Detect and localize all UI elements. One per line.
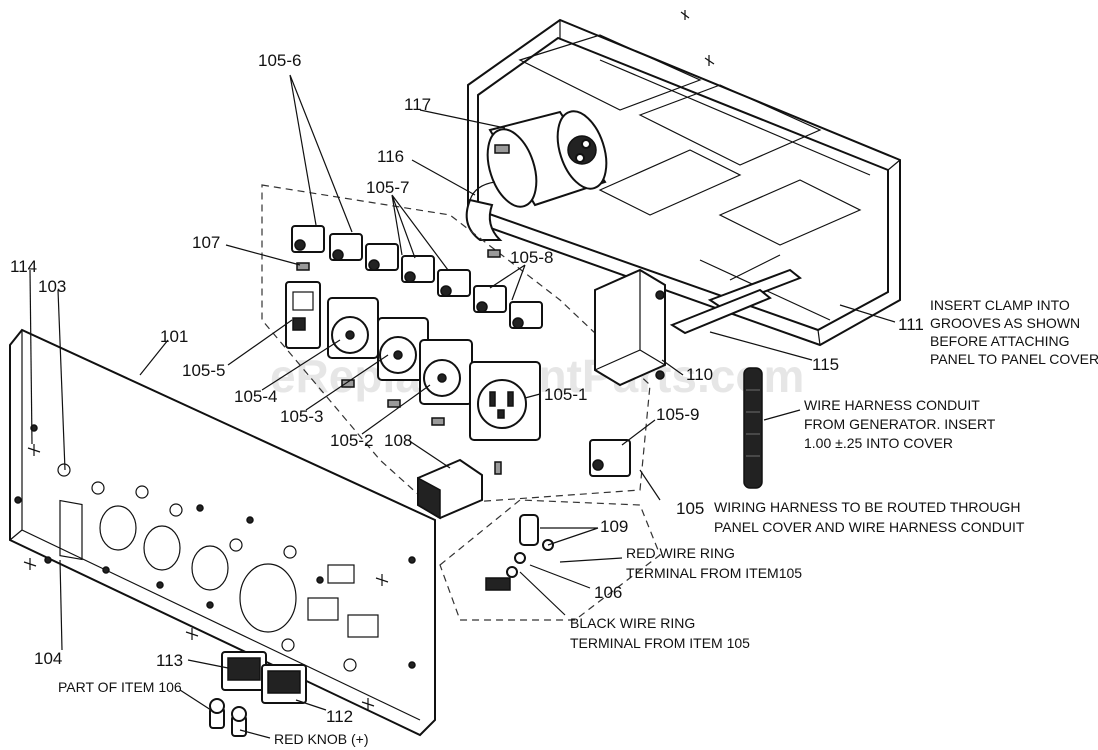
callout-114: 114	[10, 257, 37, 276]
circuit-breaker	[437, 269, 471, 297]
callout-105-9: 105-9	[656, 405, 699, 424]
large-outlet	[469, 361, 541, 441]
note-clamp: INSERT CLAMP INTO GROOVES AS SHOWN BEFOR…	[930, 297, 1098, 367]
note-red-knob: RED KNOB (+)	[274, 731, 369, 747]
svg-text:FROM GENERATOR. INSERT: FROM GENERATOR. INSERT	[804, 416, 996, 432]
callout-105-3: 105-3	[280, 407, 323, 426]
callout-105-2: 105-2	[330, 431, 373, 450]
wire-harness-conduit	[743, 367, 763, 489]
callout-105-4: 105-4	[234, 387, 277, 406]
callout-105-5: 105-5	[182, 361, 225, 380]
callout-108: 108	[384, 431, 412, 450]
capacitor-strap	[465, 181, 503, 241]
callout-116: 116	[377, 147, 404, 166]
battery-terminal-knob	[209, 698, 247, 737]
note-routing: WIRING HARNESS TO BE ROUTED THROUGH PANE…	[714, 499, 1025, 535]
callout-110: 110	[686, 365, 713, 384]
svg-text:PANEL COVER AND WIRE HARNESS C: PANEL COVER AND WIRE HARNESS CONDUIT	[714, 519, 1025, 535]
circuit-breaker	[365, 243, 399, 271]
control-module	[594, 268, 666, 387]
gfci-outlet	[285, 281, 321, 349]
callout-112: 112	[326, 707, 353, 726]
svg-text:TERMINAL FROM ITEM 105: TERMINAL FROM ITEM 105	[570, 635, 750, 651]
svg-text:WIRE HARNESS CONDUIT: WIRE HARNESS CONDUIT	[804, 397, 980, 413]
panel-cover	[467, 18, 901, 347]
callout-104: 104	[34, 649, 62, 668]
twist-lock-outlet	[419, 339, 473, 405]
callout-117: 117	[404, 95, 431, 114]
panel-screw	[23, 444, 389, 710]
callout-111: 111	[898, 315, 924, 334]
callout-105-1: 105-1	[544, 385, 587, 404]
callout-113: 113	[156, 651, 183, 670]
clamp	[669, 254, 802, 335]
battery-charge-bracket	[439, 499, 661, 621]
callout-103: 103	[38, 277, 66, 296]
callout-105-7: 105-7	[366, 178, 409, 197]
callout-105-8: 105-8	[510, 248, 553, 267]
note-part-of-item-106: PART OF ITEM 106	[58, 679, 182, 695]
note-conduit: WIRE HARNESS CONDUIT FROM GENERATOR. INS…	[804, 397, 996, 451]
circuit-breaker	[291, 225, 325, 253]
svg-text:PANEL TO PANEL COVER: PANEL TO PANEL COVER	[930, 351, 1098, 367]
svg-text:INSERT CLAMP INTO: INSERT CLAMP INTO	[930, 297, 1070, 313]
callout-101: 101	[160, 327, 188, 346]
svg-text:1.00 ±.25 INTO COVER: 1.00 ±.25 INTO COVER	[804, 435, 953, 451]
svg-text:WIRING HARNESS TO BE ROUTED TH: WIRING HARNESS TO BE ROUTED THROUGH	[714, 499, 1020, 515]
callout-105-6: 105-6	[258, 51, 301, 70]
leader-lines	[29, 74, 896, 739]
svg-text:TERMINAL FROM ITEM105: TERMINAL FROM ITEM105	[626, 565, 802, 581]
capacitor	[486, 110, 608, 208]
svg-text:RED WIRE RING: RED WIRE RING	[626, 545, 735, 561]
circuit-breaker	[329, 233, 363, 261]
circuit-breaker	[509, 301, 543, 329]
circuit-breaker	[401, 255, 435, 283]
connector-block	[417, 458, 483, 520]
svg-text:BLACK WIRE RING: BLACK WIRE RING	[570, 615, 695, 631]
rocker-switch	[221, 651, 267, 691]
note-black-ring: BLACK WIRE RING TERMINAL FROM ITEM 105	[570, 615, 750, 651]
switch-105-9	[589, 439, 631, 477]
callout-105: 105	[676, 499, 704, 518]
twist-lock-outlet	[377, 317, 429, 381]
callout-109: 109	[600, 517, 628, 536]
note-red-ring: RED WIRE RING TERMINAL FROM ITEM105	[626, 545, 802, 581]
front-panel	[9, 328, 436, 737]
svg-text:BEFORE ATTACHING: BEFORE ATTACHING	[930, 333, 1070, 349]
harness-group-outline	[261, 184, 651, 506]
circuit-breaker	[473, 285, 507, 313]
callout-107: 107	[192, 233, 220, 252]
svg-text:GROOVES AS SHOWN: GROOVES AS SHOWN	[930, 315, 1080, 331]
callout-labels: 105-6 117 116 105-7 105-8 107 114 103 10…	[10, 51, 924, 726]
rocker-switch	[261, 664, 307, 704]
callout-106-bracket: 106	[594, 583, 622, 602]
cover-screw	[680, 10, 715, 66]
twist-lock-outlet	[327, 297, 379, 359]
callout-115: 115	[812, 355, 839, 374]
wire-clip	[296, 249, 502, 475]
